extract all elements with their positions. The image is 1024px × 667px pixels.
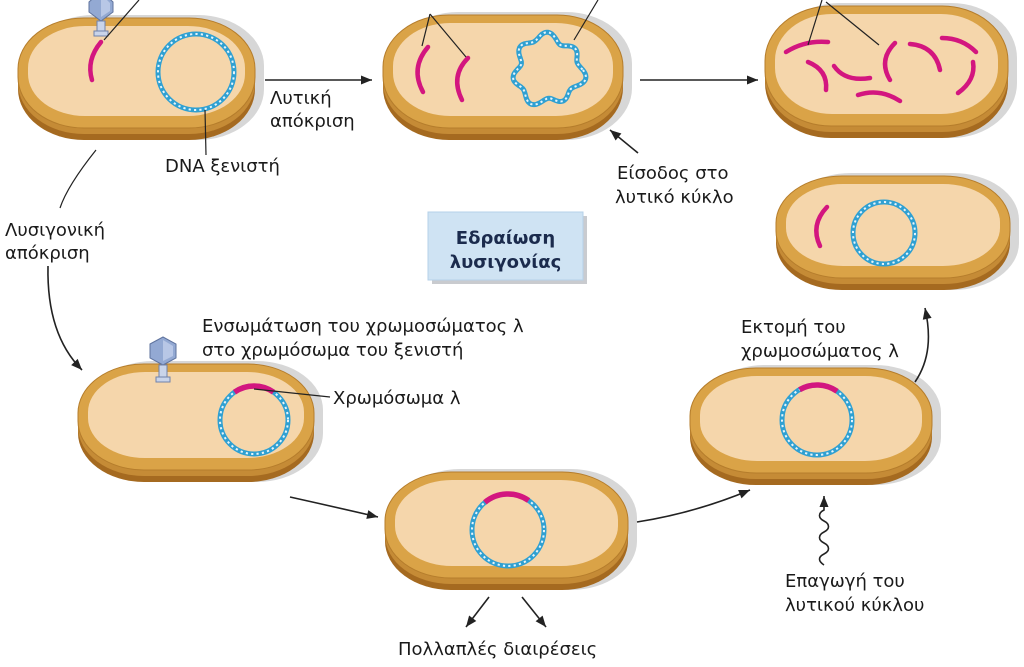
lytic-response-label-line2: απόκριση	[270, 111, 355, 132]
excision-arrow	[914, 307, 930, 383]
lysogeny-box: Εδραίωση λυσιγονίας	[427, 211, 587, 284]
leader-line-top	[825, 1, 880, 46]
lysogeny-box-line2: λυσιγονίας	[450, 252, 562, 273]
phage-tail	[96, 20, 106, 32]
cell-division-contents	[469, 491, 547, 569]
phage-production-arrow-head	[747, 75, 758, 85]
phage-head-facet	[163, 340, 173, 361]
division-to-induction-arrow-head	[738, 490, 750, 499]
cell-excised-prophage	[775, 173, 1019, 290]
phage-attached-bottom	[149, 336, 177, 383]
lysogeny-box-background	[427, 211, 584, 281]
division-arrow-right-head	[535, 615, 546, 627]
lysogenic-response-arrow-head	[71, 358, 82, 370]
host-dna-leader-line	[204, 109, 207, 156]
host-dna-helix-texture	[852, 201, 916, 265]
injected-phage-dna	[88, 39, 104, 83]
phage-baseplate	[155, 376, 171, 383]
phage-dna-copy	[454, 55, 471, 103]
induction-signal-arrow-head	[819, 496, 829, 507]
degrading-host-dna-texture	[512, 31, 587, 106]
host-dna-helix-texture	[157, 33, 235, 111]
host-dna-label: DNA ξενιστή	[165, 156, 280, 177]
phage-tail	[158, 364, 168, 378]
phage-dna-copy	[783, 39, 831, 55]
phage-dna-copy	[882, 40, 898, 83]
phage-head-facet	[101, 0, 110, 17]
integration-to-division-arrow-head	[366, 510, 378, 519]
leader-line-top	[421, 13, 431, 47]
cell-lytic-contents	[415, 29, 589, 108]
division-arrow-left-head	[466, 615, 477, 627]
lysogeny-box-line1: Εδραίωση	[456, 228, 555, 249]
lambda-chromosome-leader-line	[253, 388, 331, 398]
cell-cytoplasm	[88, 372, 304, 458]
lysogenic-path-line	[59, 149, 97, 209]
leader-lines	[59, 0, 880, 398]
induction-signal-arrow	[818, 496, 830, 566]
leader-line-top	[573, 0, 599, 41]
phage-dna-copy	[907, 41, 943, 73]
lysogenic-response-label-line1: Λυσιγονική	[5, 220, 105, 241]
leader-line-top	[103, 0, 140, 41]
excision-label-line1: Εκτομή του	[741, 317, 846, 338]
cell-lytic-replication	[382, 12, 632, 140]
integration-label-line2: στο χρωμόσωμα του ξενιστή	[202, 340, 463, 361]
phage-dna-copy	[855, 90, 903, 104]
cell-infected-contents	[88, 31, 237, 113]
cell-cytoplasm	[786, 184, 1000, 266]
prophage-segment	[483, 491, 531, 505]
lysogenic-response-label-line2: απόκριση	[5, 243, 90, 264]
induction-label-line2: λυτικού κύκλου	[785, 595, 924, 616]
lysogenic-response-arrow	[47, 265, 83, 371]
phage-dna-copy	[955, 59, 976, 96]
enter-lytic-cycle-arrow-head	[610, 130, 622, 141]
lytic-response-arrow-head	[361, 75, 372, 85]
integration-label-line1: Ενσωμάτωση του χρωμοσώματος λ	[202, 316, 524, 337]
excised-lambda-dna	[814, 204, 830, 249]
phage-dna-copy	[939, 35, 979, 55]
division-to-induction-arrow	[636, 489, 751, 523]
leader-line-top	[807, 0, 823, 46]
lytic-response-label-line1: Λυτική	[270, 88, 332, 109]
induction-label-line1: Επαγωγή του	[785, 571, 905, 592]
arrows-layer	[47, 75, 932, 628]
excision-label-line2: χρωμοσώματος λ	[741, 341, 899, 362]
cell-infected	[17, 15, 264, 140]
cell-division	[384, 469, 637, 590]
cell-phage-genomes-contents	[783, 35, 979, 104]
leader-line-top	[429, 13, 467, 58]
enter-lytic-label-line1: Είσοδος στο	[617, 163, 728, 184]
cell-induction-contents	[779, 382, 855, 458]
cell-excised-contents	[814, 199, 918, 267]
host-dna-helix-texture	[781, 384, 853, 456]
phage-dna-copy	[805, 59, 829, 93]
excision-arrow-head	[922, 308, 932, 320]
cell-cytoplasm	[395, 480, 618, 566]
enter-lytic-label-line2: λυτικό κύκλο	[615, 187, 734, 208]
cell-integration	[77, 361, 323, 482]
phage-dna-copy	[415, 44, 431, 95]
cell-cytoplasm	[28, 26, 245, 116]
phage-infecting-top	[88, 0, 114, 37]
lambda-chromosome-label: Χρωμόσωμα λ	[333, 388, 461, 409]
host-dna-helix-texture	[219, 385, 289, 455]
cell-cytoplasm	[700, 376, 922, 461]
prophage-segment	[798, 382, 839, 394]
integration-to-division-arrow	[289, 496, 379, 518]
phage-baseplate	[93, 30, 109, 37]
labels: Λυτική απόκριση DNA ξενιστή Είσοδος στο …	[5, 88, 924, 660]
phage-dna-copy	[831, 63, 873, 81]
cell-phage-genomes	[764, 3, 1017, 138]
multiple-divisions-label: Πολλαπλές διαιρέσεις	[398, 639, 597, 660]
cell-induction	[689, 365, 941, 485]
